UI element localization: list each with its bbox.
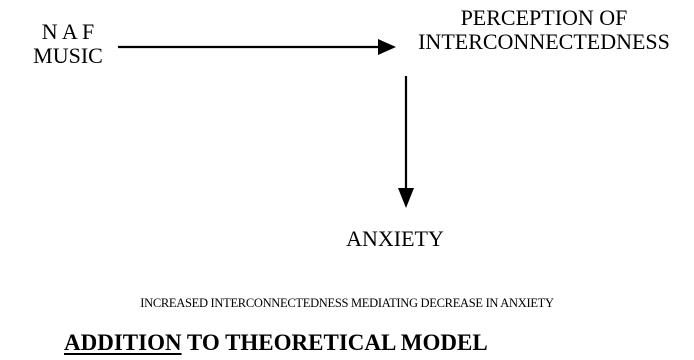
node-anxiety-label: ANXIETY bbox=[346, 226, 444, 251]
node-naf-music: N A F MUSIC bbox=[20, 20, 116, 68]
edge-source-to-mediator-arrowhead bbox=[378, 39, 396, 55]
model-title-rest: TO THEORETICAL MODEL bbox=[181, 330, 488, 355]
node-perception-line-2: INTERCONNECTEDNESS bbox=[418, 29, 670, 54]
diagram-caption: INCREASED INTERCONNECTEDNESS MEDIATING D… bbox=[140, 296, 554, 310]
model-title-underlined: ADDITION bbox=[64, 330, 182, 355]
edge-mediator-to-outcome-arrowhead bbox=[398, 188, 414, 208]
node-perception-of-interconnectedness: PERCEPTION OF INTERCONNECTEDNESS bbox=[396, 6, 692, 54]
node-naf-music-line-2: MUSIC bbox=[33, 43, 103, 68]
node-perception-line-1: PERCEPTION OF bbox=[460, 5, 628, 30]
model-title: ADDITION TO THEORETICAL MODEL bbox=[64, 330, 488, 356]
node-naf-music-line-1: N A F bbox=[41, 19, 95, 44]
node-anxiety: ANXIETY bbox=[320, 227, 470, 251]
